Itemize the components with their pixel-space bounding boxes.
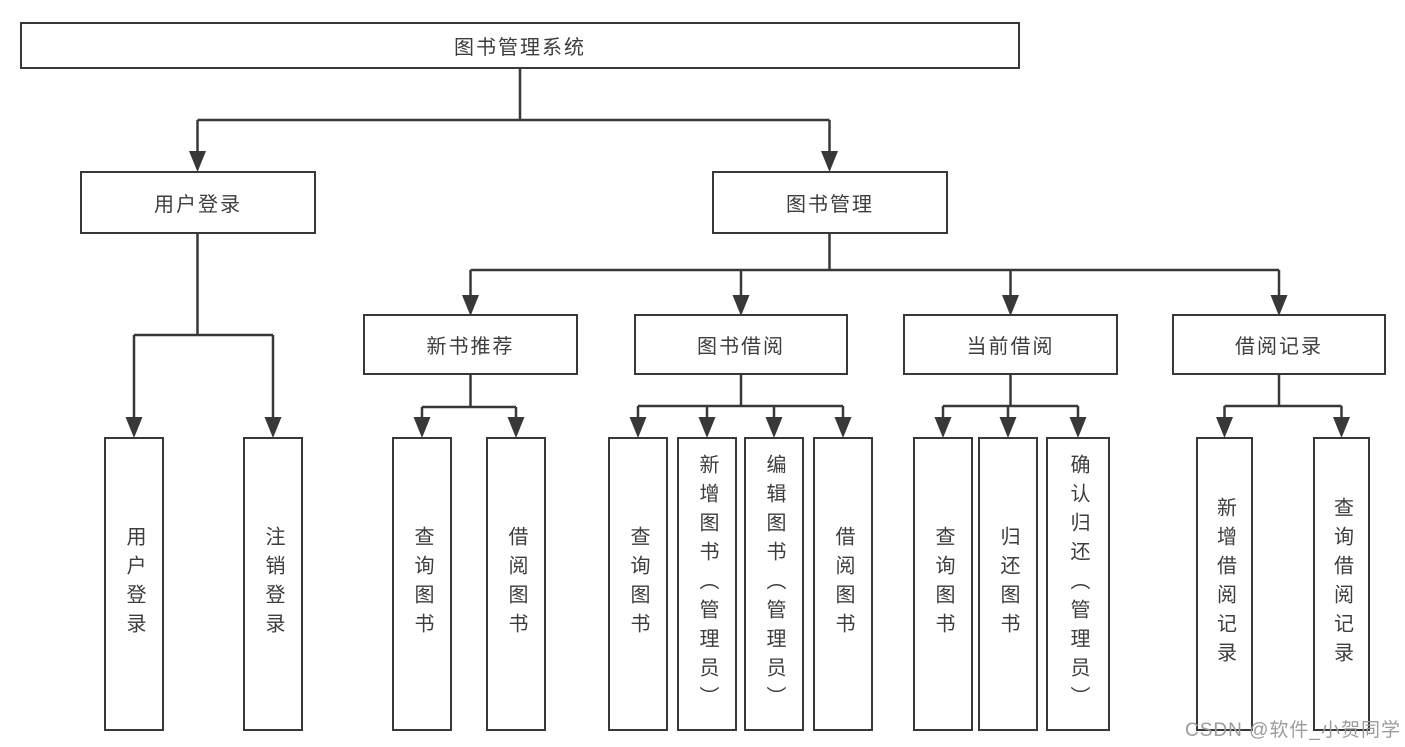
connector-lines bbox=[132, 68, 1343, 420]
leaf-recommend-borrow-books-label: 借阅图书 bbox=[505, 526, 527, 642]
leaf-current-query-books-label: 查询图书 bbox=[932, 526, 954, 642]
leaf-add-books-admin: 新增图书（管理员） bbox=[677, 437, 737, 731]
arrowheads bbox=[125, 151, 1350, 438]
leaf-borrow-query-books-label: 查询图书 bbox=[627, 526, 649, 642]
node-book-management: 图书管理 bbox=[712, 171, 948, 234]
csdn-watermark: CSDN @软件_小贺同学 bbox=[1185, 720, 1401, 741]
node-book-borrowing: 图书借阅 bbox=[634, 314, 848, 375]
leaf-borrow-books-label: 借阅图书 bbox=[832, 526, 854, 642]
leaf-logout: 注销登录 bbox=[243, 437, 303, 731]
node-root: 图书管理系统 bbox=[20, 22, 1020, 69]
leaf-recommend-query-books: 查询图书 bbox=[392, 437, 452, 731]
leaf-user-login-label: 用户登录 bbox=[123, 526, 145, 642]
leaf-return-books-label: 归还图书 bbox=[997, 526, 1019, 642]
leaf-confirm-return-admin-label: 确认归还（管理员） bbox=[1067, 453, 1089, 715]
leaf-current-query-books: 查询图书 bbox=[913, 437, 973, 731]
node-current-borrowing: 当前借阅 bbox=[903, 314, 1118, 375]
leaf-borrow-books: 借阅图书 bbox=[813, 437, 873, 731]
leaf-recommend-query-books-label: 查询图书 bbox=[411, 526, 433, 642]
node-new-book-recommendation: 新书推荐 bbox=[363, 314, 578, 375]
leaf-recommend-borrow-books: 借阅图书 bbox=[486, 437, 546, 731]
leaf-edit-books-admin: 编辑图书（管理员） bbox=[744, 437, 804, 731]
leaf-add-books-admin-label: 新增图书（管理员） bbox=[696, 453, 718, 715]
node-user-login: 用户登录 bbox=[80, 171, 316, 234]
node-borrowing-records: 借阅记录 bbox=[1172, 314, 1386, 375]
leaf-add-borrow-record: 新增借阅记录 bbox=[1196, 437, 1253, 731]
leaf-edit-books-admin-label: 编辑图书（管理员） bbox=[763, 453, 785, 715]
leaf-borrow-query-books: 查询图书 bbox=[608, 437, 668, 731]
leaf-logout-label: 注销登录 bbox=[262, 526, 284, 642]
leaf-user-login: 用户登录 bbox=[104, 437, 164, 731]
leaf-return-books: 归还图书 bbox=[978, 437, 1038, 731]
leaf-query-borrow-record: 查询借阅记录 bbox=[1313, 437, 1370, 731]
leaf-query-borrow-record-label: 查询借阅记录 bbox=[1330, 497, 1353, 671]
leaf-confirm-return-admin: 确认归还（管理员） bbox=[1046, 437, 1110, 731]
leaf-add-borrow-record-label: 新增借阅记录 bbox=[1213, 497, 1236, 671]
